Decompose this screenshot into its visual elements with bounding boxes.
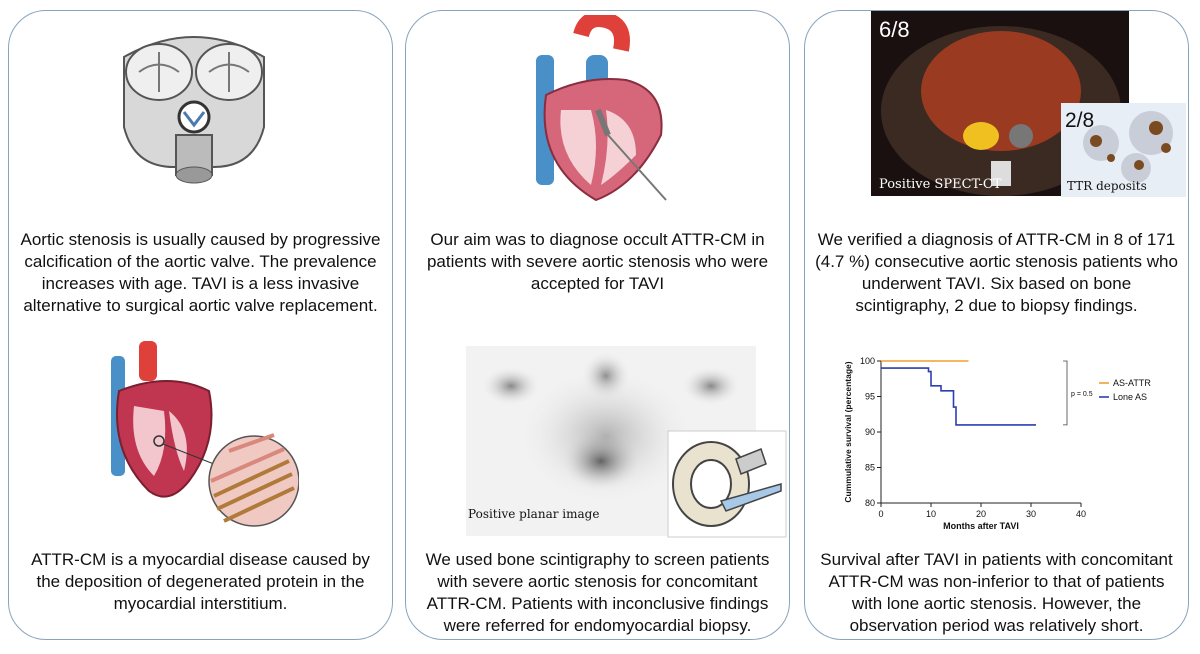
biopsy-label: TTR deposits	[1067, 179, 1147, 193]
gamma-camera-icon	[667, 430, 787, 538]
biopsy-image	[1061, 103, 1186, 197]
planar-image-label: Positive planar image	[468, 507, 600, 521]
spect-label: Positive SPECT-CT	[879, 177, 1002, 192]
panel-results: 6/8 Positive SPECT-CT 2/8 TTR deposits W…	[804, 10, 1189, 640]
p-value-bracket	[1063, 360, 1068, 426]
x-tick-label: 0	[878, 509, 883, 519]
y-axis-label: Cummulative survival (percentage)	[843, 361, 853, 502]
y-tick-label: 95	[865, 392, 875, 402]
x-tick-label: 40	[1076, 509, 1086, 519]
y-tick-label: 90	[865, 427, 875, 437]
heart-tavi-illustration	[536, 15, 667, 202]
results-text: We verified a diagnosis of ATTR-CM in 8 …	[815, 230, 1178, 315]
p-value-label: p = 0.5	[1071, 391, 1093, 398]
study-aim-text: Our aim was to diagnose occult ATTR-CM i…	[426, 230, 769, 293]
aortic-stenosis-text: Aortic stenosis is usually caused by pro…	[20, 230, 381, 315]
survival-conclusion-text: Survival after TAVI in patients with con…	[820, 550, 1173, 635]
attr-cm-definition-text: ATTR-CM is a myocardial disease caused b…	[31, 550, 370, 613]
x-tick-label: 10	[926, 509, 936, 519]
heart-amyloid-illustration	[111, 341, 299, 527]
y-tick-label: 85	[865, 463, 875, 473]
legend-label: AS-ATTR	[1113, 378, 1151, 388]
biopsy-fraction: 2/8	[1065, 109, 1095, 132]
x-tick-label: 20	[976, 509, 986, 519]
legend-label: Lone AS	[1113, 392, 1147, 402]
x-axis-label: Months after TAVI	[943, 521, 1019, 531]
series-line-lone-as	[881, 367, 1036, 426]
x-tick-label: 30	[1026, 509, 1036, 519]
y-tick-label: 100	[860, 356, 875, 366]
panel-study-aim: Our aim was to diagnose occult ATTR-CM i…	[405, 10, 790, 640]
y-tick-label: 80	[865, 498, 875, 508]
panel-aortic-stenosis: Aortic stenosis is usually caused by pro…	[8, 10, 393, 640]
aortic-valve-illustration	[123, 36, 265, 184]
scintigraphy-method-text: We used bone scintigraphy to screen pati…	[425, 550, 770, 635]
spect-fraction: 6/8	[879, 17, 910, 42]
